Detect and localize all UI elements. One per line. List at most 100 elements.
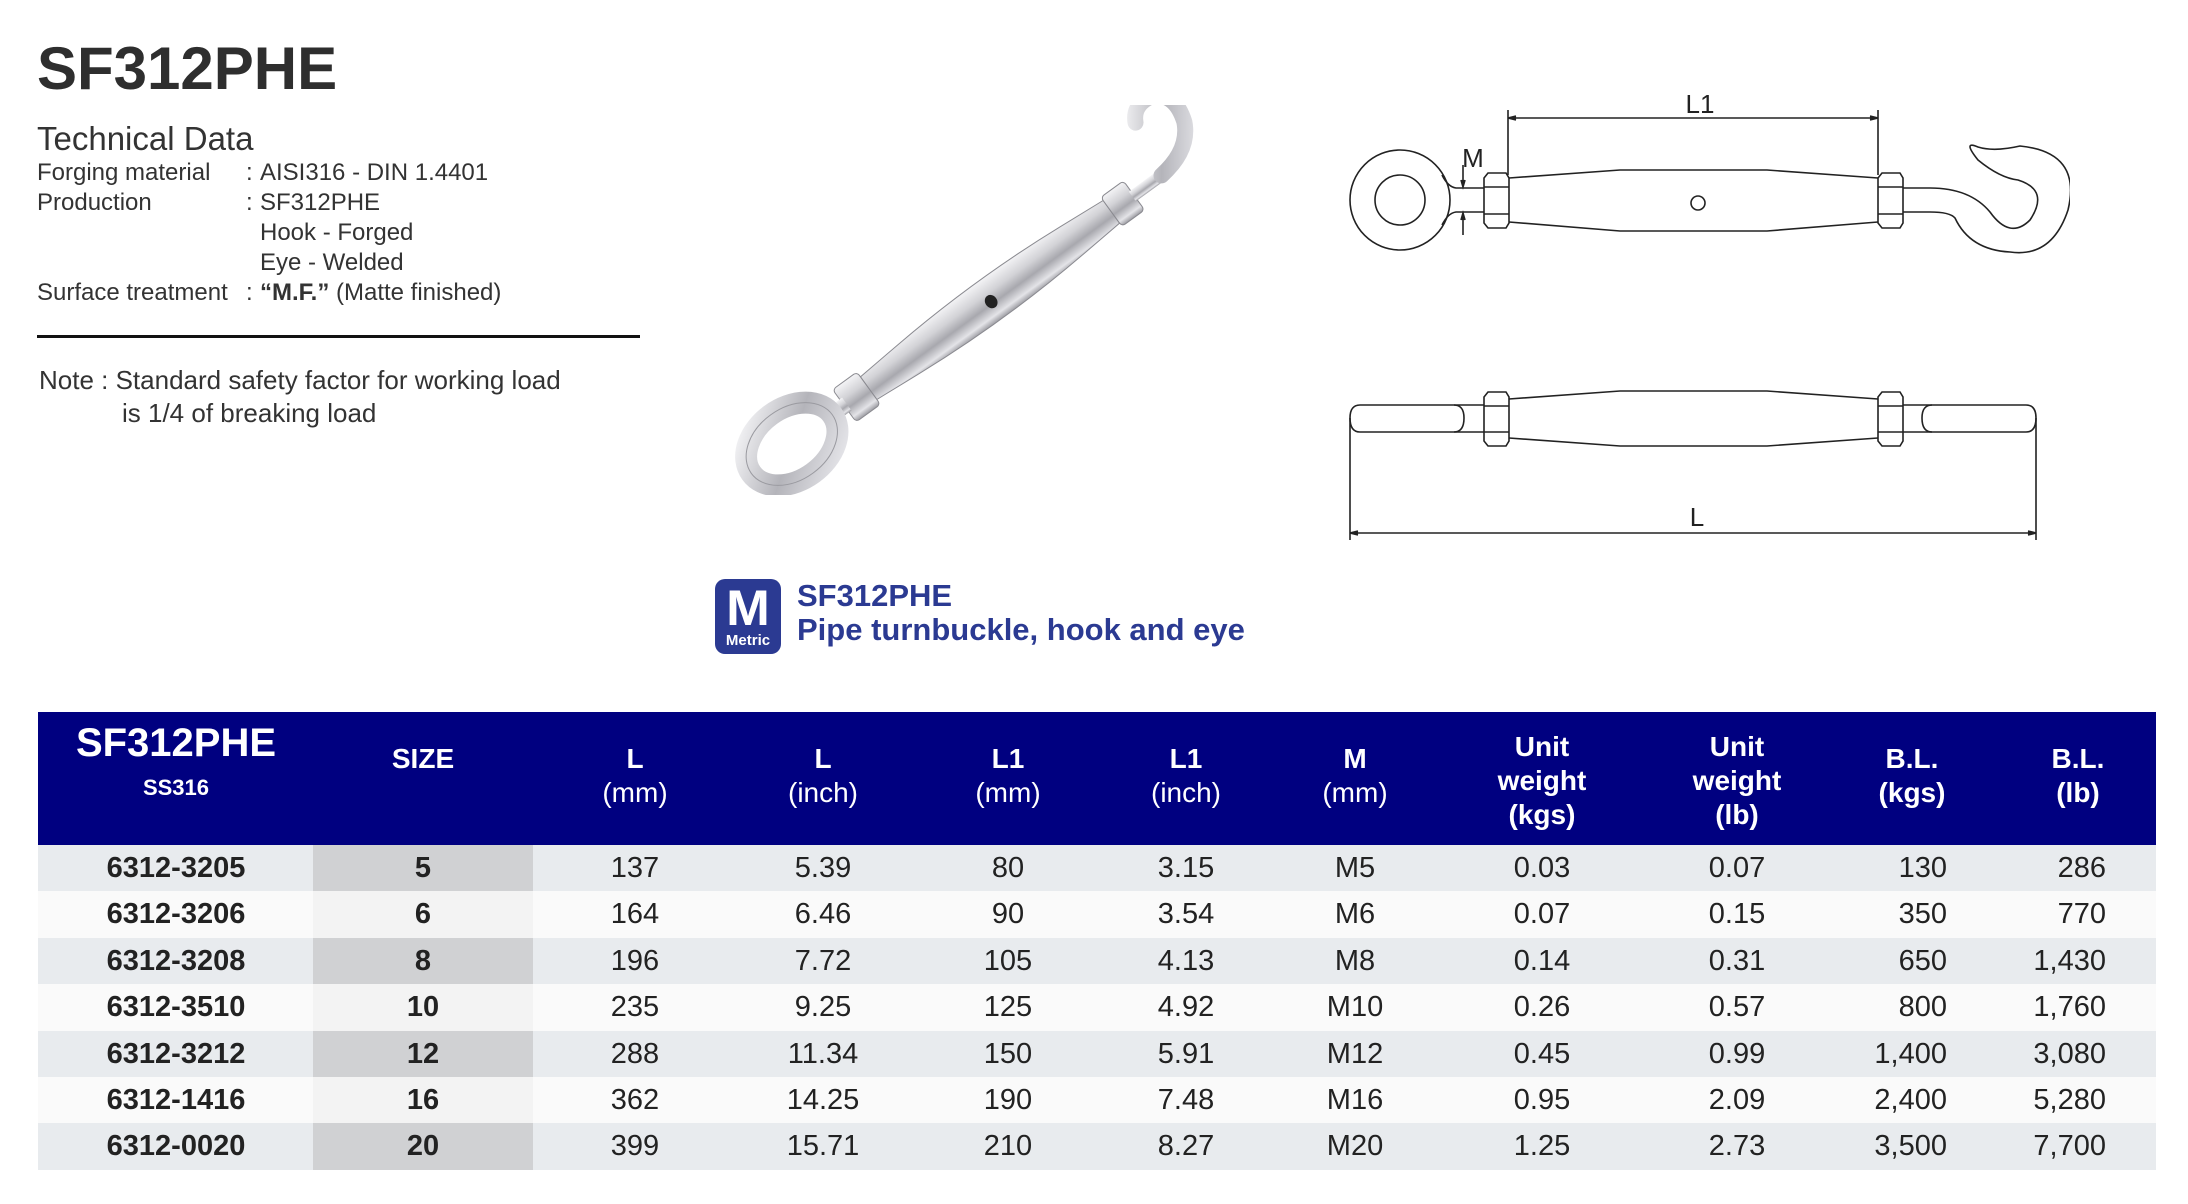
note-line-1: Note : Standard safety factor for workin… xyxy=(39,365,561,395)
table-row: 6312-3205 5 137 5.39 80 3.15 M5 0.03 0.0… xyxy=(38,845,2156,892)
dimension-diagram: L1 M L xyxy=(1349,89,2070,540)
spec-value: Eye - Welded xyxy=(260,249,404,276)
cell-l-mm: 399 xyxy=(610,1130,660,1163)
cell-unit-weight-lb: 0.07 xyxy=(1708,852,1766,884)
size-column-shading xyxy=(313,891,533,938)
cell-unit-weight-kgs: 1.25 xyxy=(1513,1130,1571,1163)
header-line: (lb) xyxy=(1715,799,1759,830)
spec-value: Hook - Forged xyxy=(260,219,414,246)
cell-l-mm: 235 xyxy=(610,991,660,1024)
cell-unit-weight-lb: 0.99 xyxy=(1708,1037,1766,1070)
cell-bl-lb: 1,760 xyxy=(2033,991,2106,1024)
column-header-m-mm: M (mm) xyxy=(1322,712,1387,875)
spec-row-production-eye: Eye - Welded xyxy=(37,248,404,278)
cell-article-code: 6312-0020 xyxy=(106,1130,246,1163)
cell-size: 6 xyxy=(414,898,432,931)
cell-bl-kgs: 800 xyxy=(1898,991,1947,1024)
header-line: Unit xyxy=(1709,731,1765,762)
header-line: (inch) xyxy=(1150,777,1222,808)
cell-l-mm: 137 xyxy=(610,852,660,884)
header-line: weight xyxy=(1692,765,1782,796)
header-line: (inch) xyxy=(787,777,859,808)
cell-m-mm: M8 xyxy=(1334,944,1376,977)
cell-bl-kgs: 1,400 xyxy=(1874,1037,1947,1070)
cell-m-mm: M10 xyxy=(1326,991,1384,1024)
table-row: 6312-1416 16 362 14.25 190 7.48 M16 0.95… xyxy=(38,1076,2156,1124)
cell-l-mm: 288 xyxy=(610,1037,660,1070)
size-column-shading xyxy=(313,1076,533,1124)
cell-l1-mm: 90 xyxy=(991,898,1025,931)
cell-bl-kgs: 3,500 xyxy=(1874,1130,1947,1163)
cell-size: 8 xyxy=(414,944,432,977)
spec-value: SF312PHE xyxy=(260,189,381,216)
column-header-l-mm: L (mm) xyxy=(602,712,667,875)
cell-unit-weight-kgs: 0.95 xyxy=(1513,1083,1571,1116)
header-line: M xyxy=(1343,743,1367,774)
header-line: B.L. xyxy=(1885,743,1939,774)
cell-unit-weight-kgs: 0.14 xyxy=(1513,944,1571,977)
column-header-l1-inch: L1 (inch) xyxy=(1151,712,1221,875)
turnbuckle-photo-icon xyxy=(735,105,1194,495)
spec-row-production: Production:SF312PHE xyxy=(37,188,380,218)
cell-size: 5 xyxy=(414,852,432,884)
cell-article-code: 6312-3212 xyxy=(106,1037,246,1070)
cell-bl-lb: 5,280 xyxy=(2033,1083,2106,1116)
cell-unit-weight-lb: 2.73 xyxy=(1708,1130,1766,1163)
column-header-unit-weight-kgs: Unit weight (kgs) xyxy=(1498,712,1587,863)
spec-row-production-hook: Hook - Forged xyxy=(37,218,413,248)
badge-letter: M xyxy=(726,580,770,636)
table-row: 6312-3208 8 196 7.72 105 4.13 M8 0.14 0.… xyxy=(38,937,2156,985)
cell-size: 20 xyxy=(406,1130,440,1163)
spec-colon: : xyxy=(246,189,253,216)
header-line: (lb) xyxy=(2056,777,2100,808)
cell-l1-inch: 3.15 xyxy=(1157,852,1215,884)
cell-unit-weight-lb: 0.31 xyxy=(1708,944,1766,977)
cell-m-mm: M16 xyxy=(1326,1083,1384,1116)
cell-unit-weight-kgs: 0.45 xyxy=(1513,1037,1571,1070)
cell-l1-mm: 105 xyxy=(983,944,1033,977)
cell-l-mm: 164 xyxy=(610,898,660,931)
cell-l1-mm: 150 xyxy=(983,1037,1033,1070)
table-body: 6312-3205 5 137 5.39 80 3.15 M5 0.03 0.0… xyxy=(38,845,2156,1170)
header-line: (kgs) xyxy=(1878,777,1946,808)
column-header-bl-kgs: B.L. (kgs) xyxy=(1879,712,1946,875)
cell-l1-inch: 4.13 xyxy=(1157,944,1215,977)
cell-l-inch: 14.25 xyxy=(786,1083,860,1116)
cell-l-inch: 9.25 xyxy=(794,991,852,1024)
spec-value: AISI316 - DIN 1.4401 xyxy=(260,159,489,186)
cell-bl-kgs: 2,400 xyxy=(1874,1083,1947,1116)
column-header-size: SIZE xyxy=(392,712,454,875)
diagram-label-m: M xyxy=(1462,143,1484,173)
metric-badge-icon: M Metric xyxy=(715,579,781,654)
size-column-shading xyxy=(313,1123,533,1170)
size-column-shading xyxy=(313,937,533,985)
cell-bl-kgs: 130 xyxy=(1898,852,1947,884)
safety-note: Note : Standard safety factor for workin… xyxy=(39,364,561,430)
cell-bl-lb: 1,430 xyxy=(2033,944,2106,977)
cell-unit-weight-lb: 0.57 xyxy=(1708,991,1766,1024)
caption-product-description: Pipe turnbuckle, hook and eye xyxy=(797,612,1245,647)
cell-bl-lb: 3,080 xyxy=(2033,1037,2106,1070)
technical-data-heading: Technical Data xyxy=(37,120,254,157)
spec-row-surface-treatment: Surface treatment: “M.F.” (Matte finished… xyxy=(37,278,501,308)
cell-article-code: 6312-3206 xyxy=(106,898,246,931)
cell-l-inch: 15.71 xyxy=(786,1130,860,1163)
header-line: B.L. xyxy=(2051,743,2105,774)
caption-product-code: SF312PHE xyxy=(797,578,953,613)
spec-colon: : xyxy=(246,279,253,306)
header-line: (kgs) xyxy=(1508,799,1576,830)
cell-l-mm: 362 xyxy=(610,1083,660,1116)
header-line: L xyxy=(814,743,832,774)
spec-label: Surface treatment xyxy=(37,279,228,306)
header-line: Unit xyxy=(1514,731,1570,762)
section-divider xyxy=(37,335,640,338)
size-column-shading xyxy=(313,845,533,892)
specification-table: SF312PHE SS316 SIZE L (mm) L (inch) L1 (… xyxy=(38,712,2156,1170)
cell-l1-inch: 8.27 xyxy=(1157,1130,1215,1163)
cell-unit-weight-kgs: 0.26 xyxy=(1513,991,1571,1024)
spec-label: Forging material xyxy=(37,159,211,186)
header-line: L1 xyxy=(991,743,1025,774)
spec-value: “M.F.” (Matte finished) xyxy=(260,279,501,306)
column-header-bl-lb: B.L. (lb) xyxy=(2052,712,2105,875)
cell-m-mm: M20 xyxy=(1326,1130,1384,1163)
